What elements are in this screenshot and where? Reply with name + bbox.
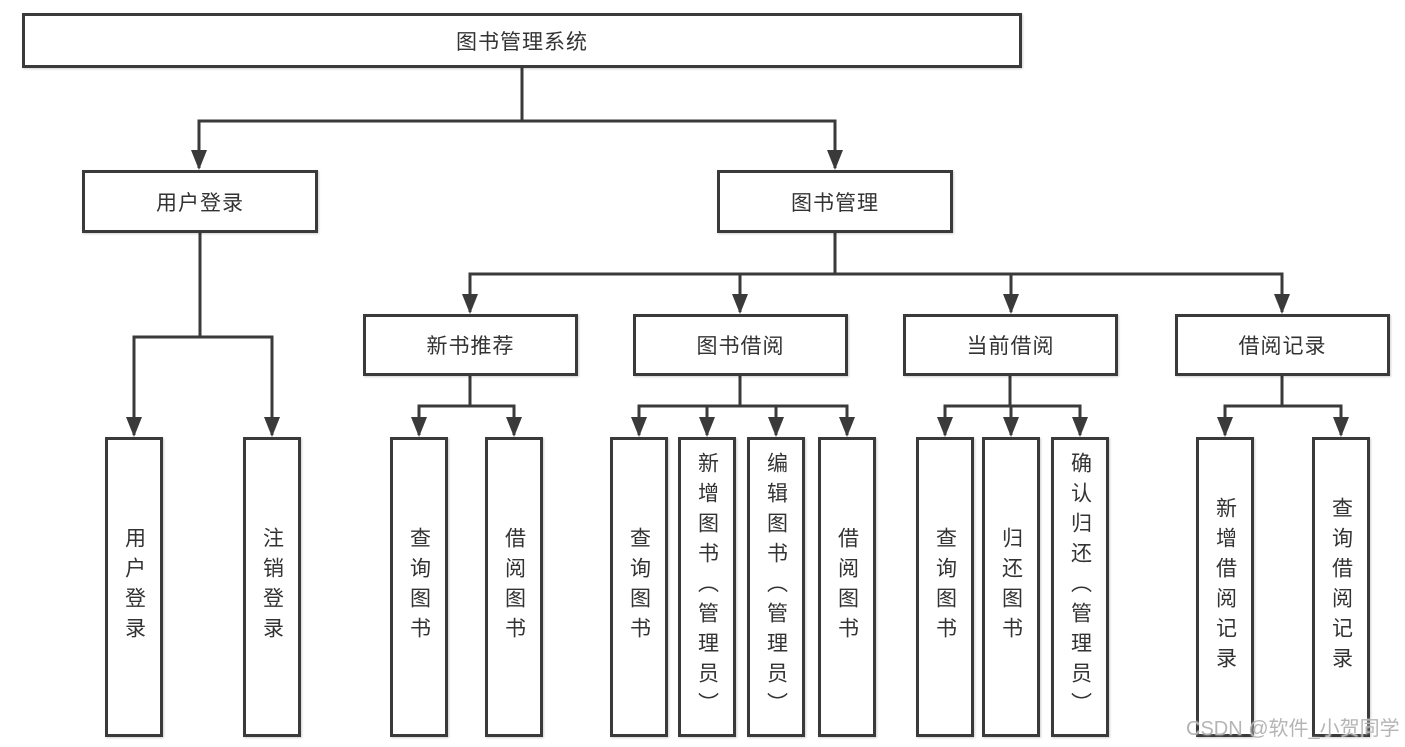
- leaf-logout-login-label: 注销登录: [260, 527, 284, 647]
- node-book-borrow: 图书借阅: [633, 314, 848, 376]
- leaf-add-borrow-record-label: 新增借阅记录: [1213, 497, 1237, 677]
- leaf-query-books-recommend: 查询图书: [390, 437, 448, 737]
- leaf-query-books-current: 查询图书: [916, 437, 974, 737]
- leaf-borrow-books: 借阅图书: [818, 437, 876, 737]
- leaf-query-books-borrow-label: 查询图书: [627, 527, 651, 647]
- leaf-user-login-label: 用户登录: [122, 527, 146, 647]
- leaf-edit-book-admin: 编辑图书（管理员）: [747, 437, 805, 737]
- leaf-add-book-admin: 新增图书（管理员）: [678, 437, 736, 737]
- csdn-watermark: CSDN @软件_小贺同学: [1186, 718, 1400, 740]
- leaf-query-borrow-record-label: 查询借阅记录: [1329, 497, 1353, 677]
- leaf-logout-login: 注销登录: [243, 437, 301, 737]
- leaf-add-borrow-record: 新增借阅记录: [1196, 437, 1254, 737]
- leaf-query-books-current-label: 查询图书: [933, 527, 957, 647]
- leaf-add-book-admin-label: 新增图书（管理员）: [695, 452, 719, 722]
- node-library-management-system: 图书管理系统: [22, 13, 1022, 68]
- leaf-borrow-books-recommend: 借阅图书: [485, 437, 543, 737]
- leaf-return-book: 归还图书: [982, 437, 1040, 737]
- node-user-login: 用户登录: [82, 170, 318, 233]
- node-new-book-recommend: 新书推荐: [363, 314, 578, 376]
- node-borrow-records: 借阅记录: [1175, 314, 1390, 376]
- leaf-confirm-return-admin-label: 确认归还（管理员）: [1068, 452, 1092, 722]
- leaf-query-borrow-record: 查询借阅记录: [1312, 437, 1370, 737]
- leaf-borrow-books-recommend-label: 借阅图书: [502, 527, 526, 647]
- leaf-borrow-books-label: 借阅图书: [835, 527, 859, 647]
- leaf-query-books-borrow: 查询图书: [610, 437, 668, 737]
- node-current-borrow: 当前借阅: [903, 314, 1118, 376]
- leaf-user-login: 用户登录: [105, 437, 163, 737]
- leaf-edit-book-admin-label: 编辑图书（管理员）: [764, 452, 788, 722]
- leaf-query-books-recommend-label: 查询图书: [407, 527, 431, 647]
- leaf-return-book-label: 归还图书: [999, 527, 1023, 647]
- node-book-management: 图书管理: [717, 170, 953, 233]
- leaf-confirm-return-admin: 确认归还（管理员）: [1051, 437, 1109, 737]
